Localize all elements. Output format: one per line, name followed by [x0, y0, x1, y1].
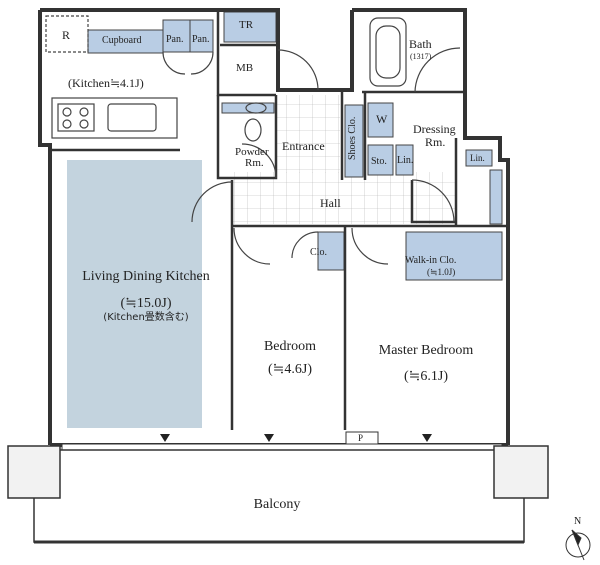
master-door-swing: [351, 227, 389, 265]
label-living-dining-kitchen: Living Dining Kitchen: [82, 269, 210, 284]
burner-4: [79, 119, 89, 129]
label-bath-size: (1317): [410, 52, 432, 61]
pantry-door-swing-2: [190, 51, 214, 75]
window-marker-2: [264, 434, 274, 442]
bath-door-swing: [414, 47, 461, 93]
kitchen-sink: [107, 103, 157, 132]
linen-1-fill: [395, 144, 414, 176]
burner-2: [79, 107, 89, 117]
label-dressing-room-1: Dressing: [413, 122, 456, 136]
exterior-wall-west: [38, 10, 52, 445]
label-storage: Sto.: [371, 156, 387, 167]
linen-2-fill: [465, 149, 493, 167]
balcony-slab: [33, 449, 525, 543]
wall-powder-room: [216, 95, 278, 180]
label-bedroom: Bedroom: [263, 339, 317, 354]
label-linen-1: Lin.: [397, 155, 414, 166]
label-walk-in-closet: Walk-in Clo.: [405, 255, 457, 266]
pipe-space-box: [345, 431, 379, 445]
exterior-wall-north-bath: [352, 8, 510, 445]
entrance-tile-floor: [276, 95, 340, 173]
label-master-bedroom-size: (≒6.1J): [403, 369, 449, 384]
label-pipe-space: P: [358, 433, 364, 443]
label-dressing-room-2: Rm.: [425, 135, 446, 149]
label-pantry-2: Pan.: [192, 34, 210, 45]
wash-basin: [245, 102, 267, 114]
compass-north-label: N: [574, 516, 582, 527]
label-master-bedroom: Master Bedroom: [378, 343, 474, 358]
shoes-closet-fill: [344, 104, 364, 178]
label-hall: Hall: [320, 196, 341, 210]
pantry-door-swing-1: [162, 51, 186, 75]
exterior-wall-north-core: [220, 8, 354, 92]
label-balcony: Balcony: [253, 497, 301, 512]
closet-door-swing: [291, 231, 319, 259]
kitchen-counter: [51, 97, 178, 139]
ldk-floor-area: [67, 160, 202, 428]
wall-dressing-south: [410, 180, 456, 224]
column-right: [493, 445, 549, 499]
label-bedroom-size: (≒4.6J): [267, 362, 313, 377]
label-shoes-closet: Shoes Clo.: [347, 116, 358, 160]
label-refrigerator: R: [62, 28, 71, 42]
compass-icon: [565, 529, 591, 561]
label-kitchen: (Kitchen≒4.1J): [68, 76, 144, 90]
dressing-door-swing: [411, 179, 455, 223]
bathtub-inner: [375, 25, 401, 79]
hall-tile-floor: [233, 172, 455, 224]
label-ldk-note: (Kitchen畳数含む): [103, 312, 189, 323]
label-closet: Clo.: [310, 247, 327, 258]
window-marker-1: [160, 434, 170, 442]
label-washer: W: [376, 112, 388, 126]
hall-ldk-door-swing: [191, 181, 233, 223]
powder-door-swing: [241, 143, 277, 179]
column-left: [7, 445, 61, 499]
dressing-cabinet-fill: [489, 169, 503, 225]
window-marker-3: [422, 434, 432, 442]
label-powder-room-1: Powder: [235, 146, 269, 158]
entrance-door-swing: [277, 49, 319, 91]
cooktop: [57, 103, 95, 132]
pantry-1-fill: [162, 19, 191, 53]
bathtub-outline: [369, 17, 407, 87]
pantry-2-fill: [189, 19, 214, 53]
label-walk-in-closet-size: (≒1.0J): [427, 267, 456, 277]
burner-1: [62, 107, 72, 117]
toilet-bowl: [244, 118, 262, 142]
storage-fill: [367, 144, 394, 176]
bedroom-door-swing: [233, 227, 271, 265]
label-powder-room-2: Rm.: [245, 157, 264, 169]
powder-counter-fill: [221, 102, 275, 114]
window-line: [61, 431, 503, 451]
label-toilet: TR: [239, 19, 254, 31]
walk-in-closet-fill: [405, 231, 503, 281]
label-entrance: Entrance: [282, 139, 325, 153]
label-meter-box: MB: [236, 62, 254, 74]
burner-3: [62, 119, 72, 129]
washer-fill: [367, 102, 394, 138]
label-linen-2: Lin.: [470, 153, 485, 163]
label-ldk-size: (≒15.0J): [120, 296, 172, 311]
label-cupboard: Cupboard: [102, 35, 142, 46]
label-bath: Bath: [409, 37, 432, 51]
refrigerator-space: [45, 15, 89, 53]
label-pantry-1: Pan.: [166, 34, 184, 45]
